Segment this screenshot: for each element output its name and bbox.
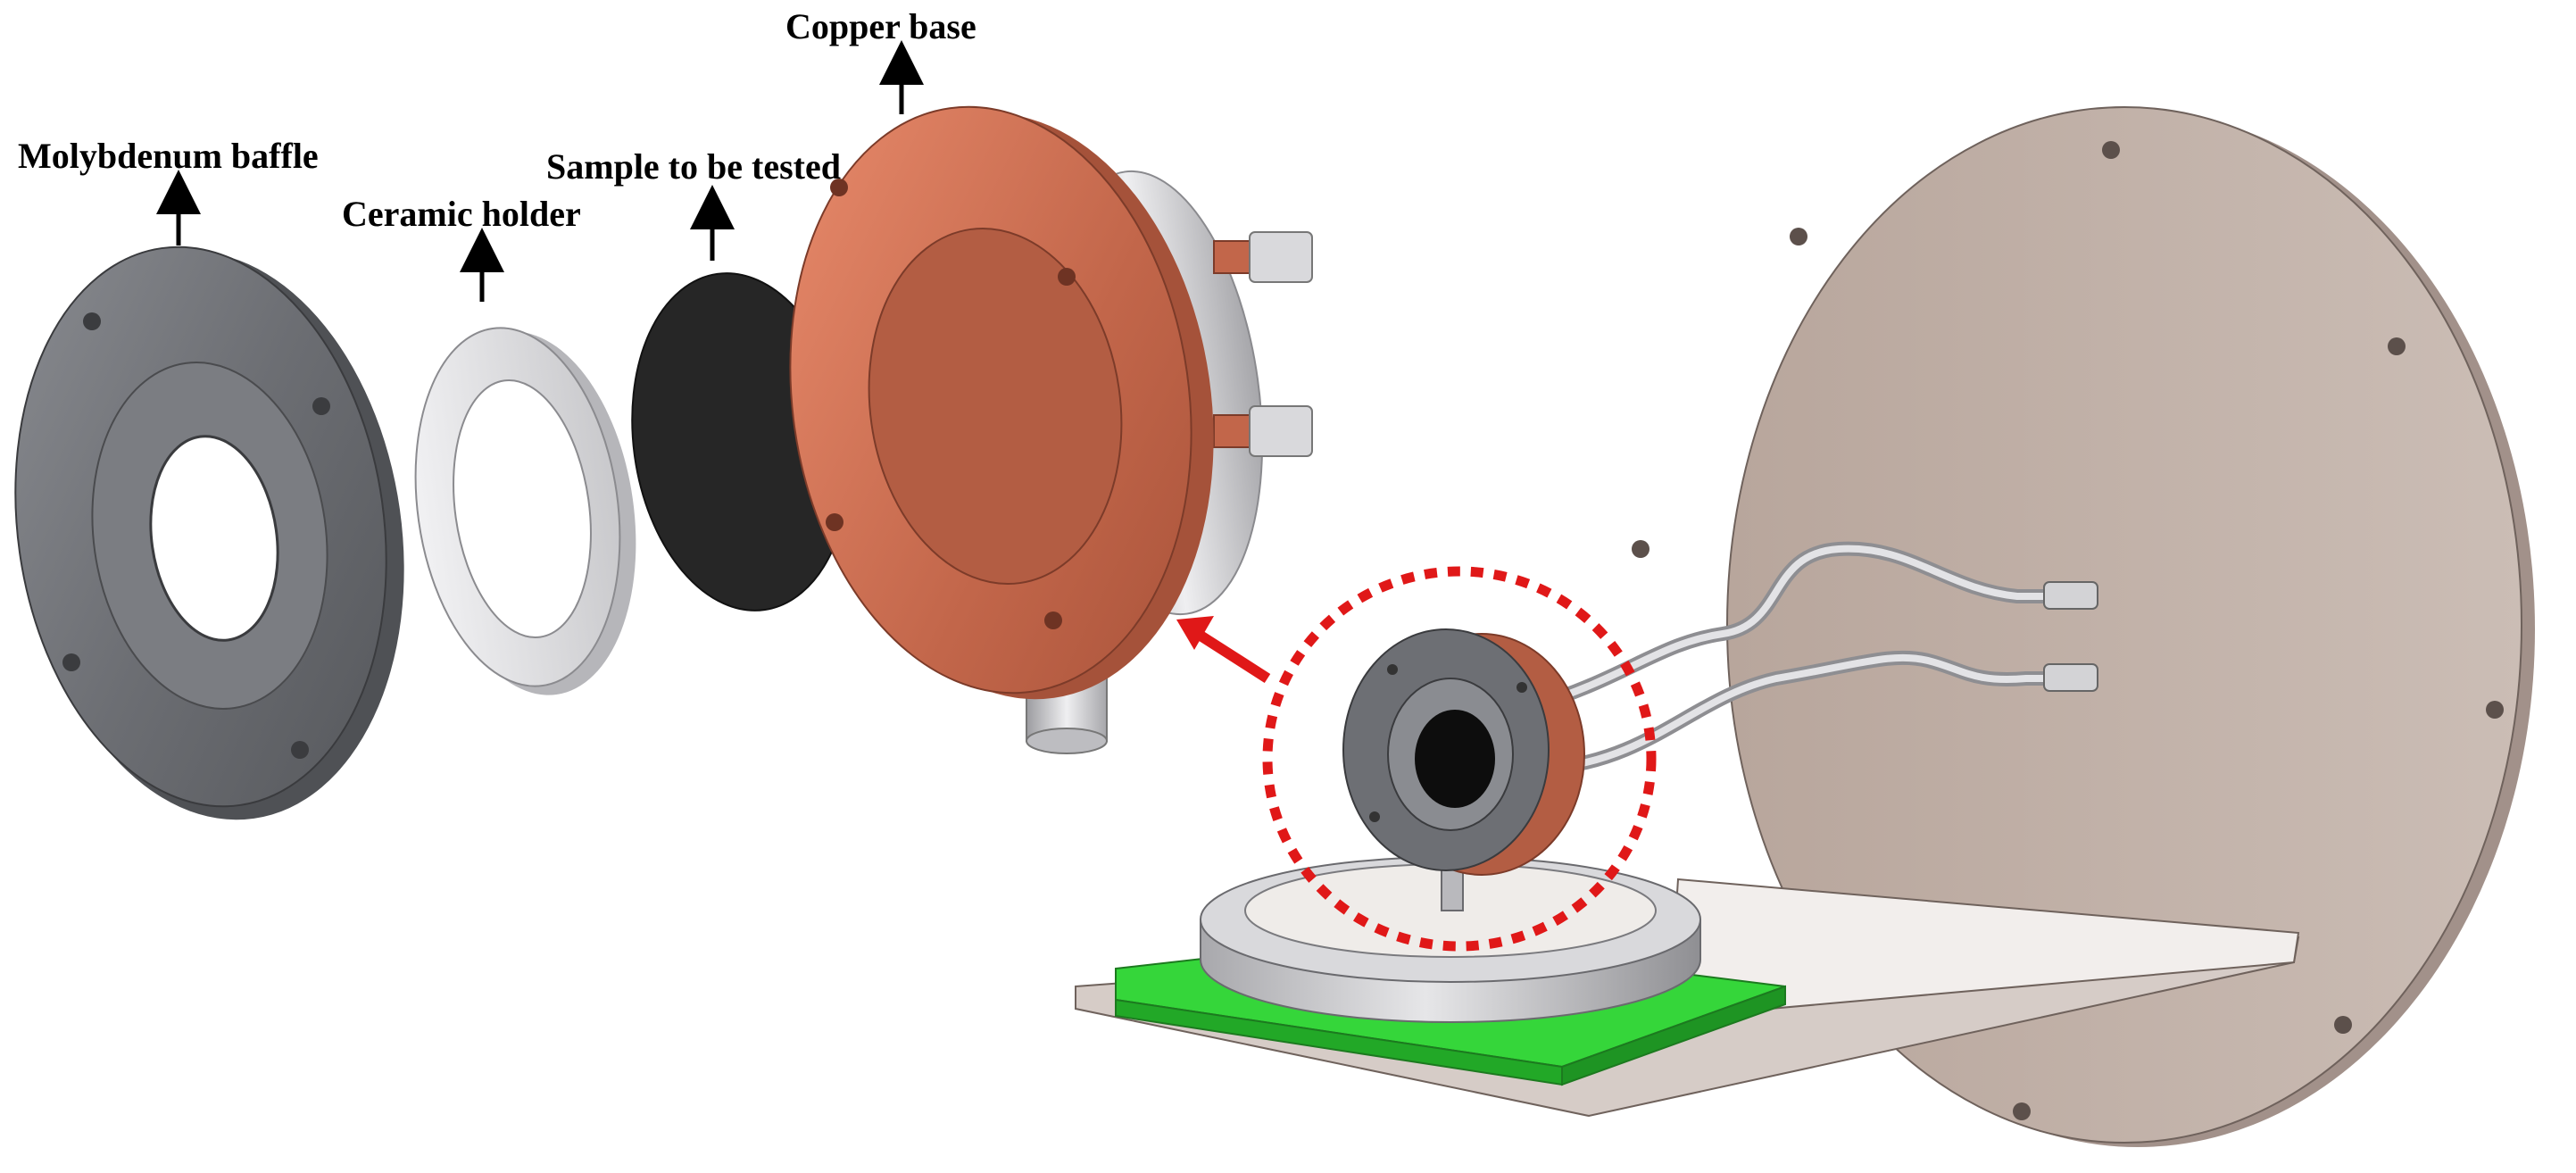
label-copper-base: Copper base (785, 6, 976, 46)
assembled-sample-stage (1342, 628, 1585, 876)
label-arrows (156, 40, 924, 302)
red-arrow-icon (1176, 616, 1214, 650)
coolant-pipes (1528, 541, 2098, 775)
chamber-flange-plate (1632, 106, 2535, 1147)
pedestal (1200, 856, 1701, 1023)
water-fitting-lower (1213, 405, 1313, 457)
label-ceramic-holder: Ceramic holder (342, 194, 581, 234)
highlight-callout (1176, 566, 1657, 952)
molybdenum-baffle (14, 245, 404, 820)
ceramic-holder (414, 327, 636, 695)
label-molybdenum-baffle: Molybdenum baffle (18, 136, 319, 176)
label-sample-to-be-tested: Sample to be tested (546, 146, 841, 187)
copper-base (789, 105, 1313, 754)
water-fitting-upper (1213, 231, 1313, 283)
